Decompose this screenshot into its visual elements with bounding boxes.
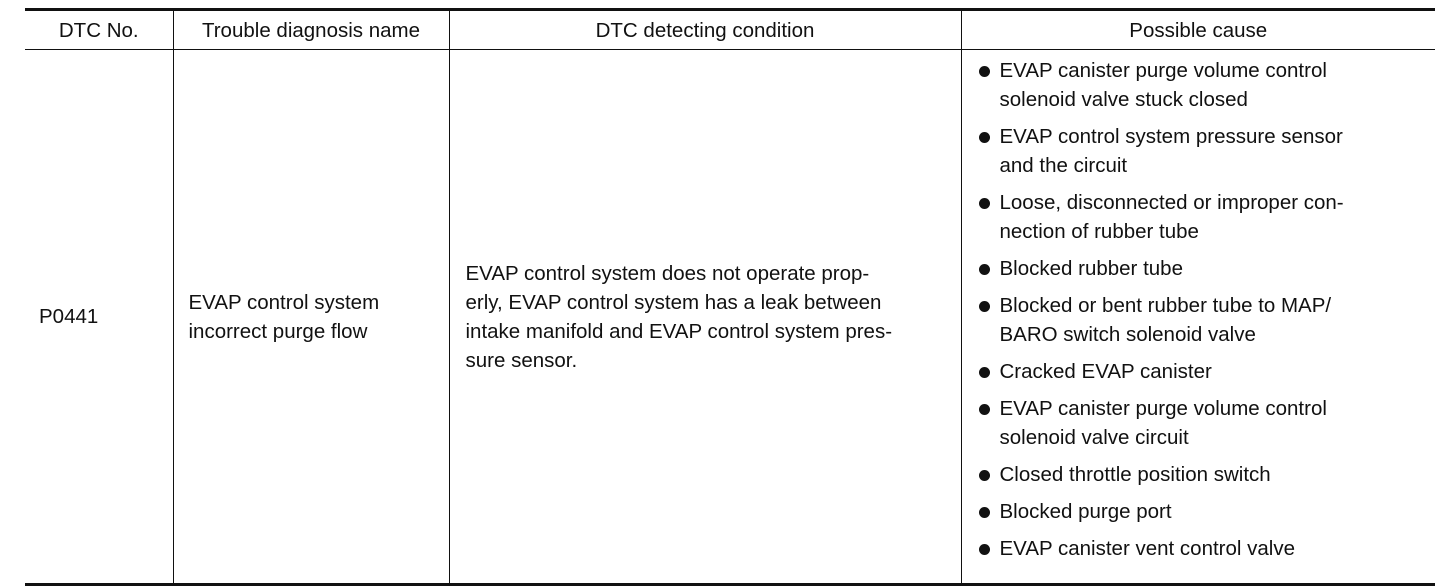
possible-cause-cell: EVAP canister purge volume control solen… bbox=[960, 49, 1435, 585]
cause-line: solenoid valve circuit bbox=[999, 426, 1189, 449]
bullet-icon bbox=[978, 544, 990, 555]
cause-line: EVAP canister purge volume control bbox=[999, 397, 1327, 420]
cause-line: EVAP canister vent control valve bbox=[999, 537, 1296, 560]
diagnosis-name-cell: EVAP control system incorrect purge flow bbox=[172, 49, 450, 585]
cause-line: Blocked or bent rubber tube to MAP/ bbox=[999, 294, 1332, 317]
header-dtc-detecting-condition: DTC detecting condition bbox=[448, 9, 962, 50]
cause-line: Blocked purge port bbox=[999, 500, 1172, 523]
header-possible-cause: Possible cause bbox=[960, 9, 1435, 50]
bullet-icon bbox=[978, 367, 990, 378]
bullet-icon bbox=[978, 507, 990, 518]
list-item: EVAP control system pressure sensor and … bbox=[976, 122, 1428, 180]
list-item: Cracked EVAP canister bbox=[976, 357, 1428, 386]
cause-line: BARO switch solenoid valve bbox=[999, 323, 1256, 346]
dtc-code: P0441 bbox=[39, 305, 99, 328]
bullet-icon bbox=[978, 470, 990, 481]
list-item: Blocked or bent rubber tube to MAP/ BARO… bbox=[976, 291, 1428, 349]
detecting-condition-cell: EVAP control system does not operate pro… bbox=[448, 49, 962, 585]
cause-line: nection of rubber tube bbox=[999, 220, 1199, 243]
condition-line: sure sensor. bbox=[465, 348, 578, 372]
diagnosis-name-line: incorrect purge flow bbox=[188, 319, 368, 343]
condition-line: erly, EVAP control system has a leak bet… bbox=[465, 290, 882, 314]
condition-line: EVAP control system does not operate pro… bbox=[465, 261, 870, 285]
list-item: Blocked rubber tube bbox=[976, 254, 1428, 283]
dtc-code-cell: P0441 bbox=[25, 49, 174, 585]
table-header: DTC No. Trouble diagnosis name DTC detec… bbox=[25, 9, 1435, 50]
diagnosis-name-line: EVAP control system bbox=[188, 290, 380, 314]
header-dtc-no: DTC No. bbox=[25, 9, 174, 50]
condition-line: intake manifold and EVAP control system … bbox=[465, 319, 893, 343]
cause-line: Blocked rubber tube bbox=[999, 257, 1183, 280]
list-item: EVAP canister purge volume control solen… bbox=[976, 394, 1428, 452]
bullet-icon bbox=[978, 264, 990, 275]
list-item: EVAP canister purge volume control solen… bbox=[976, 56, 1428, 114]
list-item: Blocked purge port bbox=[976, 497, 1428, 526]
cause-line: Loose, disconnected or improper con- bbox=[999, 191, 1344, 214]
table-row: P0441 EVAP control system incorrect purg… bbox=[25, 49, 1435, 585]
cause-line: Closed throttle position switch bbox=[999, 463, 1271, 486]
list-item: EVAP canister vent control valve bbox=[976, 534, 1428, 563]
header-trouble-diagnosis-name: Trouble diagnosis name bbox=[172, 9, 450, 50]
list-item: Loose, disconnected or improper con- nec… bbox=[976, 188, 1428, 246]
cause-line: solenoid valve stuck closed bbox=[999, 88, 1248, 111]
cause-line: EVAP control system pressure sensor bbox=[999, 125, 1343, 148]
header-row: DTC No. Trouble diagnosis name DTC detec… bbox=[25, 9, 1435, 50]
bullet-icon bbox=[978, 66, 990, 77]
cause-line: and the circuit bbox=[999, 154, 1128, 177]
table-body: P0441 EVAP control system incorrect purg… bbox=[25, 49, 1435, 585]
bullet-icon bbox=[978, 132, 990, 143]
cause-line: EVAP canister purge volume control bbox=[999, 59, 1327, 82]
list-item: Closed throttle position switch bbox=[976, 460, 1428, 489]
cause-line: Cracked EVAP canister bbox=[999, 360, 1212, 383]
bullet-icon bbox=[978, 198, 990, 209]
bullet-icon bbox=[978, 301, 990, 312]
bullet-icon bbox=[978, 404, 990, 415]
dtc-table: DTC No. Trouble diagnosis name DTC detec… bbox=[25, 8, 1435, 586]
possible-cause-list: EVAP canister purge volume control solen… bbox=[976, 56, 1428, 563]
